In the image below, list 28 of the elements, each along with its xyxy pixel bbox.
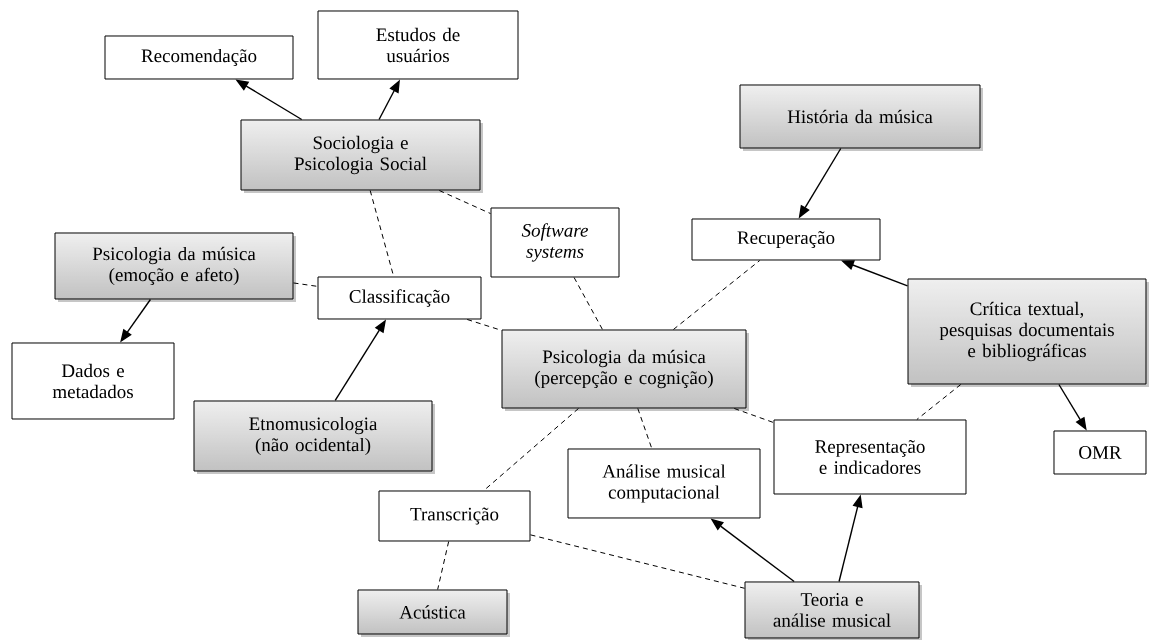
topic-box: Recomendação: [104, 35, 294, 80]
subject-box: Teoria e análise musical: [744, 581, 922, 640]
topic-box: Dados e metadados: [11, 342, 175, 420]
topic-box: Estudos de usuários: [317, 10, 519, 80]
subject-box: Sociologia e Psicologia Social: [240, 119, 483, 193]
dashed-link: [916, 384, 962, 420]
dashed-link: [637, 408, 653, 449]
topic-box: OMR: [1053, 430, 1147, 475]
subject-box: Psicologia da música (percepção e cognição): [501, 329, 749, 411]
subject-box: Psicologia da música (emoção e afeto): [54, 232, 296, 302]
topic-box: Análise musical computacional: [567, 448, 761, 519]
dashed-link: [437, 541, 450, 590]
dashed-link: [483, 408, 579, 491]
subject-box: Acústica: [357, 589, 510, 637]
topic-box: Recuperação: [691, 218, 881, 261]
topic-box: Classificação: [317, 276, 482, 320]
dashed-link: [293, 282, 318, 287]
topic-box: Transcrição: [378, 490, 531, 542]
subject-box: Etnomusicologia (não ocidental): [193, 400, 435, 474]
topic-box: Software systems: [490, 207, 620, 278]
subject-box: História da música: [739, 84, 983, 151]
dashed-link: [530, 534, 745, 589]
topic-box: Representação e indicadores: [773, 419, 967, 495]
dashed-link: [733, 408, 774, 423]
dashed-link: [672, 260, 761, 330]
dashed-link: [573, 277, 603, 330]
subject-box: Crítica textual, pesquisas documentais e bibliográficas: [907, 278, 1149, 387]
dashed-link: [438, 190, 491, 215]
